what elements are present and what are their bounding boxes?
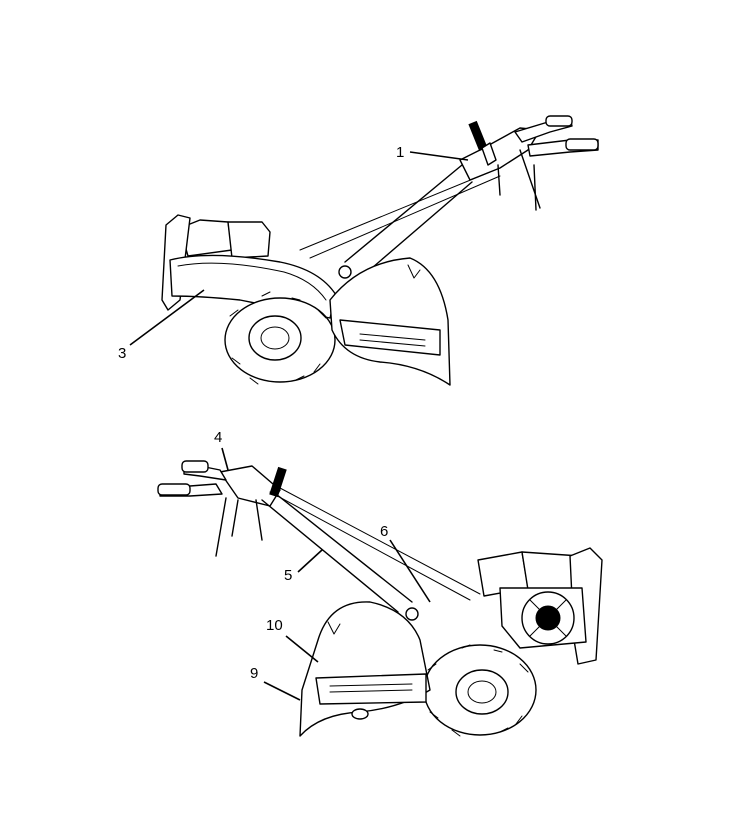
handlebar-top (459, 115, 599, 211)
callout-5-label: 5 (284, 567, 292, 584)
handlebar-bottom (157, 460, 287, 557)
callout-1: 1 (396, 144, 469, 161)
tiller-view-top: 1 3 (118, 115, 599, 386)
callout-9-label: 9 (250, 665, 258, 682)
callout-6: 6 (380, 523, 431, 603)
callout-3: 3 (118, 289, 205, 362)
callout-10-label: 10 (266, 617, 283, 634)
handle-tube-bottom (261, 487, 481, 621)
handle-tube-top (299, 164, 501, 281)
callout-6-label: 6 (380, 523, 388, 540)
wheel-top (224, 291, 336, 385)
callout-10: 10 (266, 617, 319, 663)
tiller-view-bottom: 4 5 6 10 9 (157, 429, 603, 737)
callout-1-label: 1 (396, 144, 404, 161)
engine-bottom (477, 547, 603, 665)
callout-5: 5 (284, 549, 323, 584)
callout-4: 4 (214, 429, 229, 471)
callout-9: 9 (250, 665, 301, 701)
tine-hood-bottom (299, 601, 431, 737)
callout-4-label: 4 (214, 429, 222, 446)
callout-3-label: 3 (118, 345, 126, 362)
tine-hood-top (329, 257, 451, 386)
wheel-bottom (423, 644, 537, 737)
